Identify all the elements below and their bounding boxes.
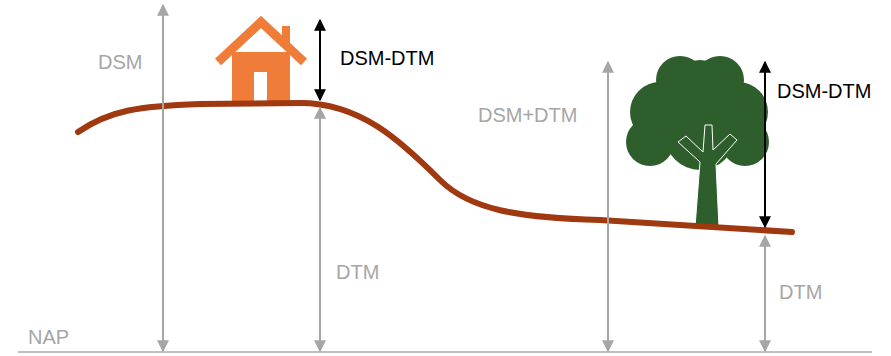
label: NAP	[28, 325, 69, 349]
label: DTM	[336, 260, 379, 284]
label: DSM-DTM	[777, 79, 871, 103]
height-arrow	[764, 62, 766, 227]
label: DSM-DTM	[340, 46, 434, 70]
tree-canopy-part	[696, 56, 744, 104]
house-door	[254, 72, 267, 104]
tree-trunk	[678, 125, 737, 227]
label: DSM+DTM	[478, 103, 577, 127]
label: DSM	[98, 50, 142, 74]
nap-line	[18, 351, 872, 353]
height-arrow	[319, 20, 321, 100]
dsm-arrow	[162, 5, 164, 351]
dtm-arrow	[764, 236, 766, 351]
label: DTM	[779, 280, 822, 304]
house-roof	[218, 22, 304, 62]
house-body	[232, 52, 290, 104]
sum-arrow	[607, 62, 609, 351]
dtm-arrow	[319, 108, 321, 351]
terrain-line	[78, 103, 792, 232]
